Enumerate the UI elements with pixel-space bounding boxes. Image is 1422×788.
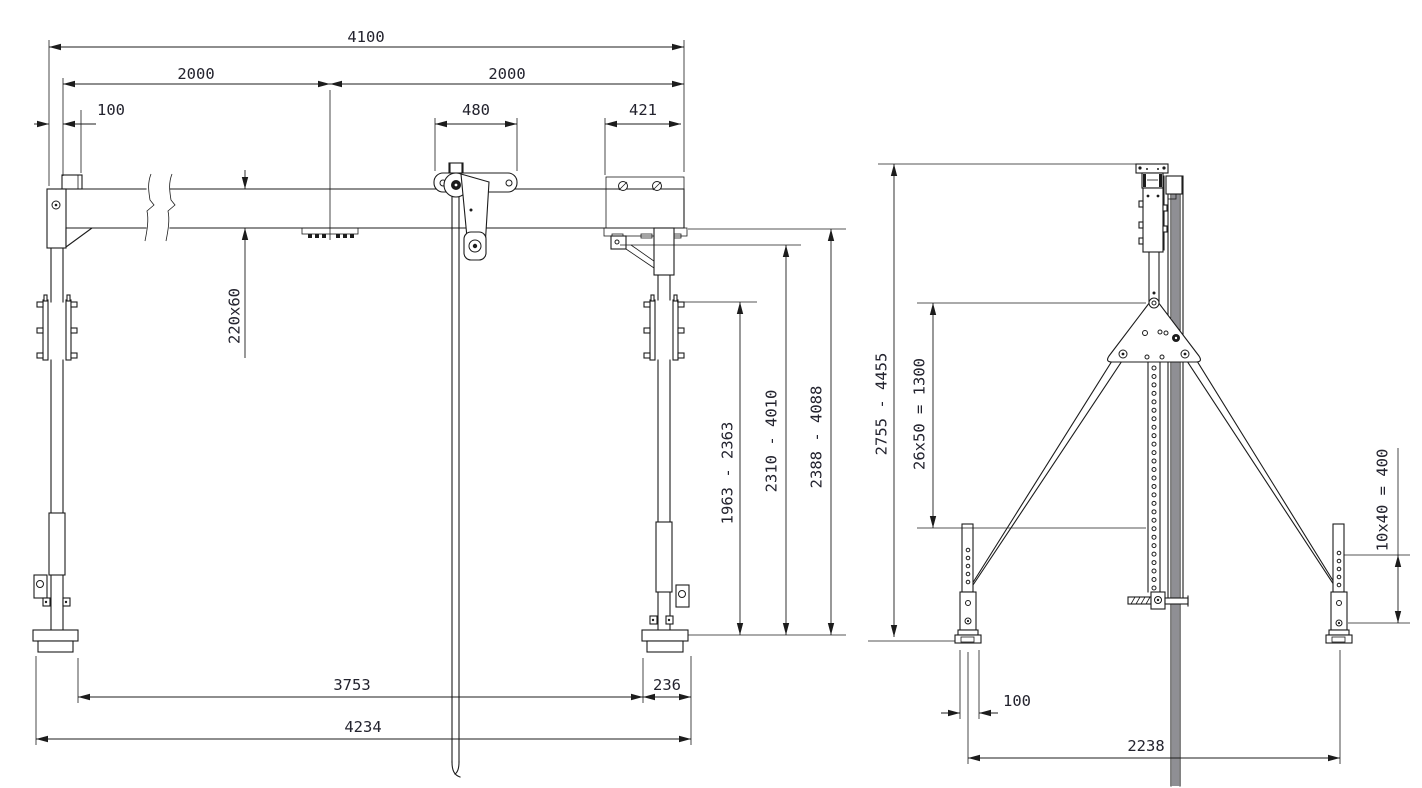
- mast-handle: [1127, 591, 1189, 610]
- dim-span-left: 2000: [177, 65, 214, 83]
- base-plate: [32, 629, 79, 642]
- dim-beam-clearance: 2388 - 4088: [807, 386, 825, 489]
- mast: [1147, 361, 1161, 593]
- mast-hole-column: [1151, 365, 1157, 591]
- dim-trolley-width: 480: [462, 101, 490, 119]
- dim-total-height: 2755 - 4455: [872, 353, 890, 456]
- dim-beam-section: 220x60: [225, 288, 243, 344]
- dim-span-right: 2000: [488, 65, 525, 83]
- trolley-cap: [448, 162, 464, 174]
- hoist: [1135, 163, 1183, 303]
- break-mark: [165, 173, 176, 242]
- dim-clamp-height: 1963 - 2363: [718, 422, 736, 525]
- inner-tube: [655, 521, 673, 593]
- dim-leg-hole-pattern: 10x40 = 400: [1373, 449, 1391, 552]
- beam: [48, 173, 685, 242]
- mast-rail: [1163, 175, 1184, 787]
- dim-bracket-width: 421: [629, 101, 657, 119]
- dim-end-offset: 100: [97, 101, 125, 119]
- clamp-collar: [36, 294, 78, 361]
- dim-leg-spread: 2238: [1127, 737, 1164, 755]
- dim-hook-height: 2310 - 4010: [762, 390, 780, 493]
- dim-mast-hole-pattern: 26x50 = 1300: [910, 358, 928, 470]
- beam-end-tab: [61, 174, 83, 190]
- tripod-legs: [961, 360, 1346, 601]
- break-mark: [144, 173, 155, 242]
- dim-foot-plate: 236: [653, 676, 681, 694]
- right-column: [641, 227, 690, 653]
- motor-box: [1165, 175, 1183, 195]
- front-dimensions: 4100 2000 2000 100 480 421 220x60 1963 -…: [34, 28, 846, 745]
- side-view: 2755 - 4455 26x50 = 1300 10x40 = 400 100…: [868, 163, 1410, 787]
- side-dimensions: 2755 - 4455 26x50 = 1300 10x40 = 400 100…: [868, 163, 1410, 764]
- trolley: [433, 162, 518, 778]
- base-plate: [641, 629, 689, 642]
- left-column: [32, 188, 94, 653]
- inner-tube: [48, 512, 66, 576]
- right-foot: [1325, 523, 1353, 644]
- dim-span-total: 4100: [347, 28, 384, 46]
- gusset-plate: [1107, 297, 1201, 363]
- clamp-collar: [643, 294, 685, 361]
- left-foot: [954, 523, 982, 644]
- dim-inner-span: 3753: [333, 676, 370, 694]
- dim-foot-size: 100: [1003, 692, 1031, 710]
- front-view: 4100 2000 2000 100 480 421 220x60 1963 -…: [32, 28, 846, 778]
- gusset: [65, 227, 94, 249]
- hoist-body: [1142, 187, 1164, 253]
- dim-base-span: 4234: [344, 718, 381, 736]
